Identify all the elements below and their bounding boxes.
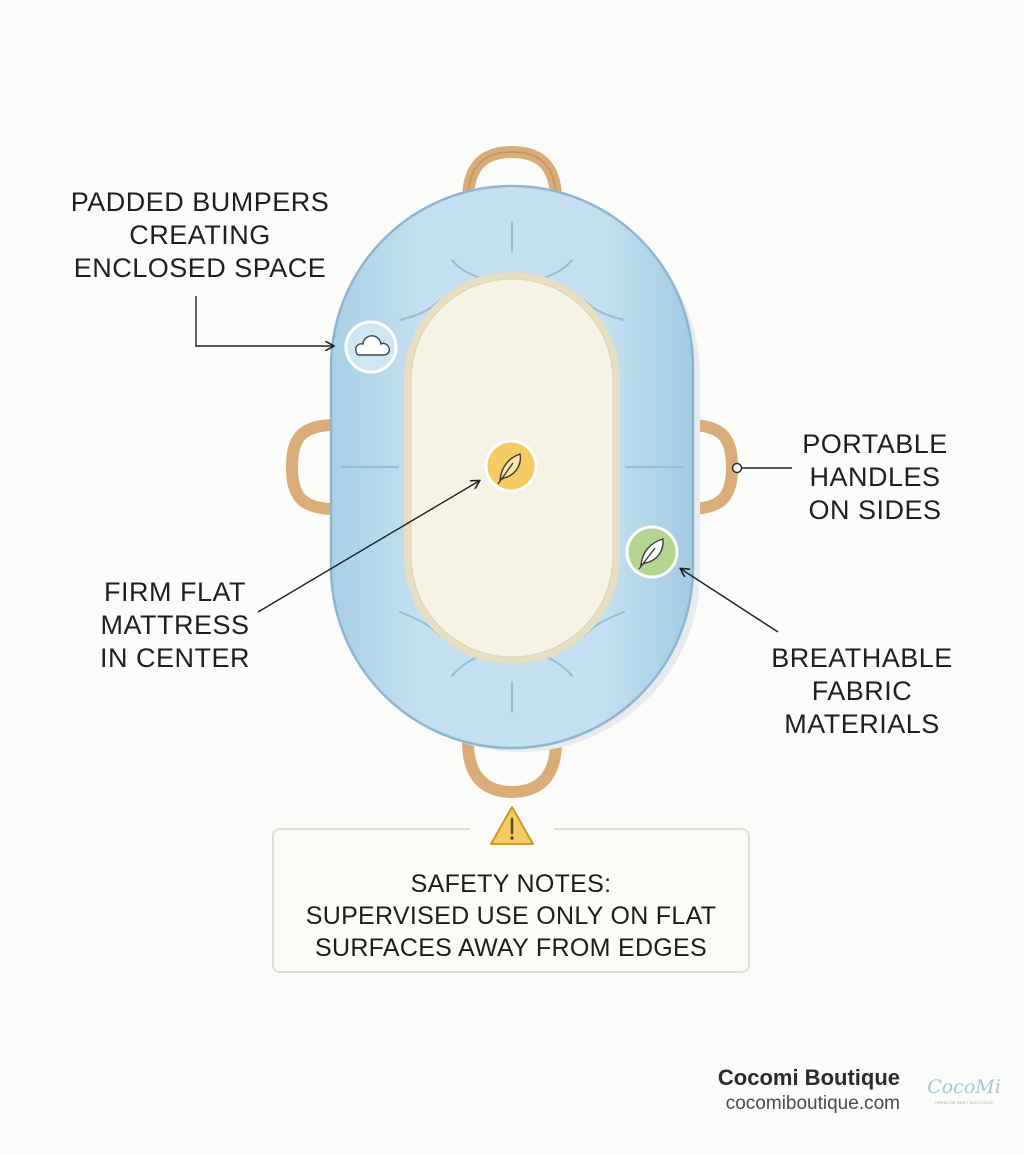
label-line: MATERIALS [784, 709, 940, 739]
warning-triangle-icon [490, 806, 534, 845]
logo-wordmark: CocoMi [927, 1076, 1001, 1098]
label-firm-mattress: FIRM FLAT MATTRESS IN CENTER [70, 576, 280, 675]
brand-block: Cocomi Boutique cocomiboutique.com [718, 1064, 900, 1116]
bumper-leader [195, 296, 333, 346]
leaf-icon [638, 538, 664, 570]
handles-leader-dot [731, 462, 743, 474]
handle-bottom [462, 736, 562, 799]
safety-notes-text: SAFETY NOTES: SUPERVISED USE ONLY ON FLA… [274, 868, 748, 964]
fabric-marker [625, 525, 679, 579]
handle-top [462, 145, 562, 206]
label-padded-bumpers: PADDED BUMPERS CREATING ENCLOSED SPACE [40, 186, 360, 285]
mattress-marker [484, 439, 538, 493]
label-line: HANDLES [809, 462, 941, 492]
label-line: CREATING [129, 220, 271, 250]
handle-left [285, 419, 341, 515]
label-breathable-fabric: BREATHABLE FABRIC MATERIALS [752, 642, 972, 741]
mattress-leader [257, 481, 479, 613]
label-line: ENCLOSED SPACE [73, 253, 327, 283]
label-line: ON SIDES [808, 495, 942, 525]
brand-url: cocomiboutique.com [725, 1093, 900, 1114]
brand-logo: CocoMi PREMIUM BABY BOUTIQUE [926, 1076, 1002, 1116]
bumper-marker [344, 320, 398, 374]
feather-icon [497, 453, 522, 485]
label-line: PADDED BUMPERS [70, 187, 330, 217]
brand-name: Cocomi Boutique [717, 1065, 900, 1090]
label-line: FABRIC [811, 676, 913, 706]
safety-line: SAFETY NOTES: [410, 870, 612, 898]
label-line: MATTRESS [100, 610, 250, 640]
safety-line: SUPERVISED USE ONLY ON FLAT [305, 902, 717, 930]
leader-lines [195, 296, 792, 633]
label-line: IN CENTER [99, 643, 250, 673]
label-line: BREATHABLE [771, 643, 953, 673]
cloud-icon [355, 335, 391, 356]
fabric-leader [681, 569, 779, 633]
warning-badge [470, 800, 554, 856]
safety-line: SURFACES AWAY FROM EDGES [315, 934, 707, 962]
label-line: FIRM FLAT [104, 577, 246, 607]
label-portable-handles: PORTABLE HANDLES ON SIDES [780, 428, 970, 527]
logo-tagline: PREMIUM BABY BOUTIQUE [934, 1100, 994, 1105]
label-line: PORTABLE [802, 429, 948, 459]
